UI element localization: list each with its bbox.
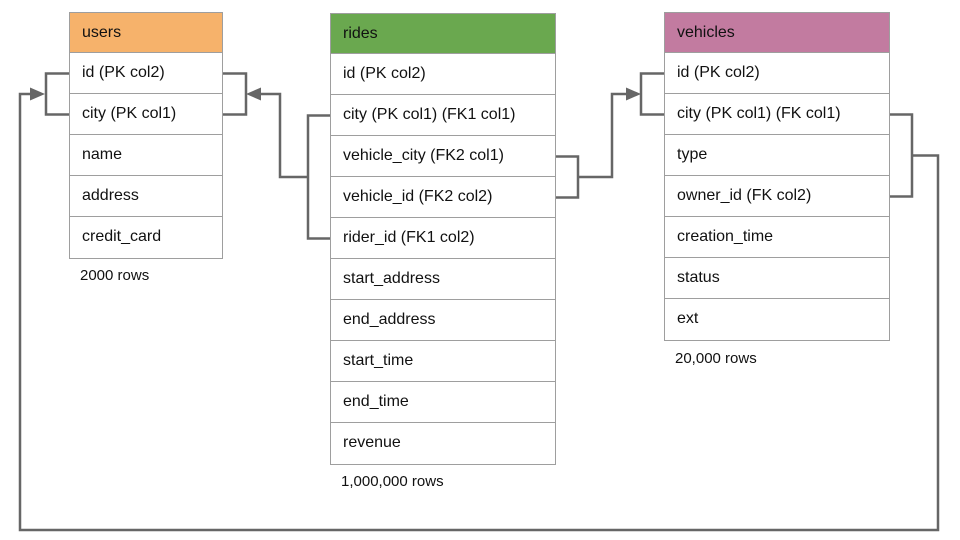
table-users: users id (PK col2) city (PK col1) name a… [69, 12, 223, 259]
table-vehicles-column-status: status [665, 258, 889, 299]
table-users-column-address: address [70, 176, 222, 217]
rides-left-bracket [306, 114, 331, 240]
rides-row-count: 1,000,000 rows [341, 473, 444, 490]
table-vehicles-column-owner-id: owner_id (FK col2) [665, 176, 889, 217]
users-row-count: 2000 rows [80, 267, 150, 284]
table-rides-column-start-time: start_time [331, 341, 555, 382]
table-rides-column-id: id (PK col2) [331, 54, 555, 95]
fk1-connector-line [250, 92, 308, 179]
table-vehicles-column-type: type [665, 135, 889, 176]
table-vehicles-column-city: city (PK col1) (FK col1) [665, 94, 889, 135]
table-rides-column-rider-id: rider_id (FK1 col2) [331, 218, 555, 259]
table-users-column-credit-card: credit_card [70, 217, 222, 258]
vehicles-left-bracket [639, 72, 665, 116]
fk2-connector-line [578, 92, 627, 179]
table-rides-column-vehicle-city: vehicle_city (FK2 col1) [331, 136, 555, 177]
table-users-column-id: id (PK col2) [70, 53, 222, 94]
table-rides-column-start-address: start_address [331, 259, 555, 300]
table-rides-column-revenue: revenue [331, 423, 555, 464]
table-rides-column-city: city (PK col1) (FK1 col1) [331, 95, 555, 136]
table-vehicles-title: vehicles [665, 13, 889, 53]
table-rides-column-end-address: end_address [331, 300, 555, 341]
fk-owner-arrowhead-icon [30, 87, 45, 101]
table-vehicles: vehicles id (PK col2) city (PK col1) (FK… [664, 12, 890, 341]
fk1-arrowhead-icon [246, 87, 261, 101]
table-rides-column-end-time: end_time [331, 382, 555, 423]
table-users-column-name: name [70, 135, 222, 176]
vehicles-right-bracket [888, 113, 914, 198]
users-left-bracket [44, 72, 70, 116]
table-rides-column-vehicle-id: vehicle_id (FK2 col2) [331, 177, 555, 218]
table-rides-title: rides [331, 14, 555, 54]
vehicles-row-count: 20,000 rows [675, 350, 757, 367]
table-vehicles-column-id: id (PK col2) [665, 53, 889, 94]
table-users-title: users [70, 13, 222, 53]
table-vehicles-column-ext: ext [665, 299, 889, 340]
table-users-column-city: city (PK col1) [70, 94, 222, 135]
fk-owner-connector-line [18, 92, 940, 532]
rides-right-bracket [554, 155, 580, 199]
table-rides: rides id (PK col2) city (PK col1) (FK1 c… [330, 13, 556, 465]
table-vehicles-column-creation-time: creation_time [665, 217, 889, 258]
users-right-bracket [221, 72, 248, 116]
fk2-arrowhead-icon [626, 87, 641, 101]
